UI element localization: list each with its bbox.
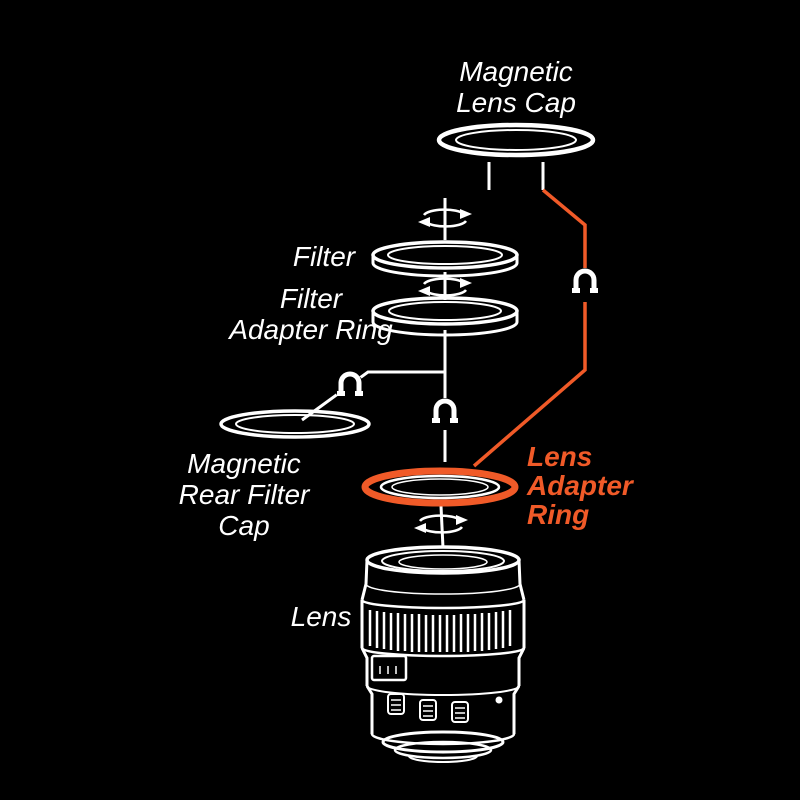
lens-adapter-ring-illustration: [361, 467, 519, 507]
filter-adapter-ring-illustration: [371, 296, 519, 337]
label-line: Magnetic: [187, 448, 301, 479]
label-line: Adapter Ring: [229, 314, 393, 345]
cap-to-adapter-connector: [472, 188, 587, 468]
label-line: Ring: [527, 499, 590, 530]
label-magnetic-rear-filter-cap: Magnetic Rear Filter Cap: [179, 448, 310, 541]
label-filter-adapter-ring: Filter Adapter Ring: [229, 283, 392, 345]
lens-cap-illustration: [436, 122, 596, 158]
label-filter: Filter: [293, 241, 355, 272]
label-line: Filter: [279, 283, 343, 314]
distance-window: [370, 654, 408, 682]
label-line: Lens: [527, 441, 593, 472]
label-magnetic-lens-cap: Magnetic Lens Cap: [456, 56, 576, 118]
filter-illustration: [371, 240, 519, 278]
label-line: Cap: [218, 510, 270, 541]
label-lens: Lens: [291, 601, 352, 632]
label-line: Filter: [292, 241, 356, 272]
rear-filter-cap-illustration: [219, 409, 371, 439]
label-line: Lens Cap: [456, 87, 576, 118]
lens-illustration: [360, 545, 526, 763]
lens-button: [495, 696, 503, 704]
cap-connector-lines: [487, 162, 545, 190]
label-line: Rear Filter: [178, 479, 310, 510]
label-lens-adapter-ring: Lens Adapter Ring: [527, 442, 633, 529]
label-line: Magnetic: [459, 56, 573, 87]
lens-switches: [387, 693, 469, 723]
focus-ring-ribs: [368, 610, 512, 652]
label-line: Adapter: [527, 470, 633, 501]
label-line: Lens: [290, 601, 352, 632]
